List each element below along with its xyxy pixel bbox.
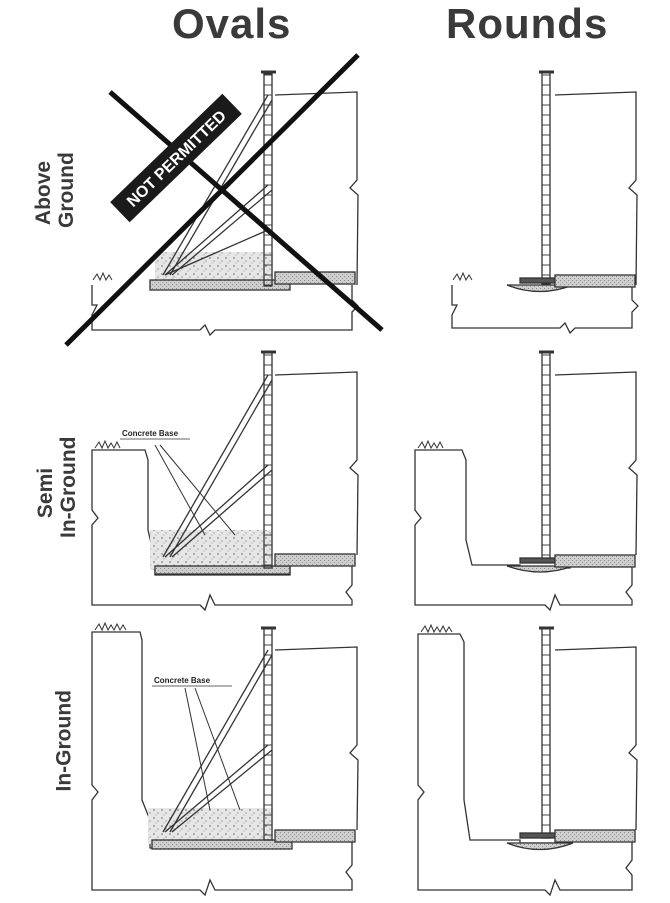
round-above-ground-panel	[451, 70, 639, 335]
round-semi-in-ground-panel	[414, 350, 638, 612]
ovals-column-title: Ovals	[172, 0, 292, 47]
oval-semi-in-ground-panel	[91, 350, 359, 612]
round-in-ground-panel	[417, 623, 638, 897]
concrete-base-label-semi: Concrete Base	[122, 429, 179, 438]
rounds-column-title: Rounds	[446, 0, 609, 47]
concrete-base-label-in: Concrete Base	[154, 676, 211, 685]
oval-in-ground-panel	[91, 621, 359, 897]
not-permitted-cross: NOT PERMITTED	[64, 53, 384, 347]
oval-above-ground-panel	[91, 70, 359, 337]
